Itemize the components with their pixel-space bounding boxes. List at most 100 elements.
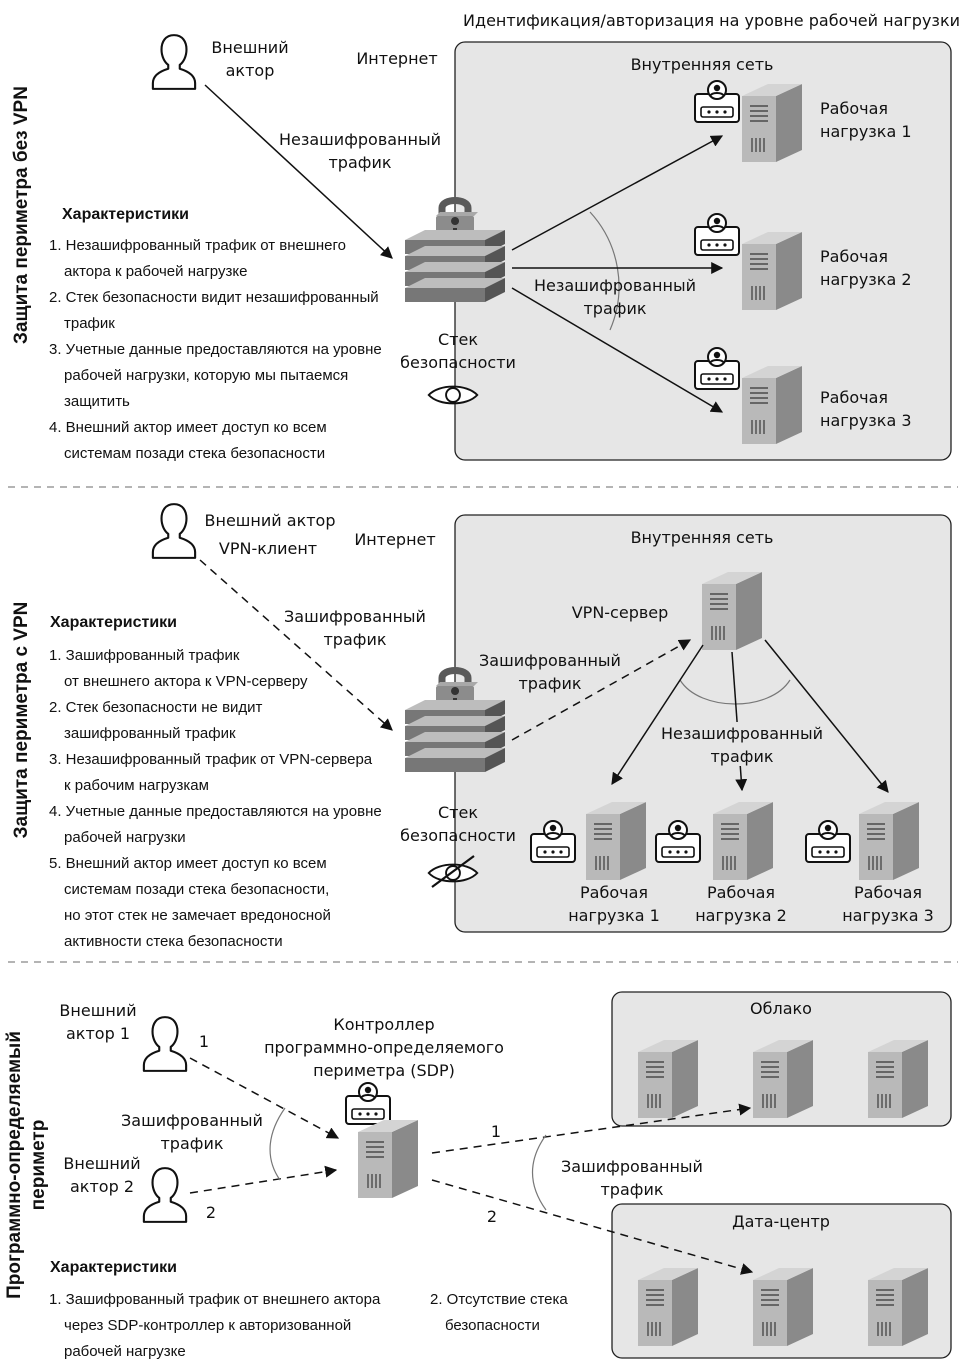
stack-label-line2: безопасности (400, 353, 516, 372)
characteristics-list: 1. Незашифрованный трафик от внешнегоакт… (49, 237, 382, 462)
characteristic-item-5-line-3: но этот стек не замечает вредоносной (64, 907, 331, 924)
route-number-2: 2 (206, 1203, 216, 1222)
characteristic-item-2-line-2: трафик (64, 315, 115, 332)
workload-1-server-icon (741, 83, 803, 162)
characteristic-item-3-line-2: рабочей нагрузки, которую мы пытаемся (64, 367, 348, 384)
characteristic-item-1-line-2: от внешнего актора к VPN-серверу (64, 673, 308, 690)
characteristic-item-1-line-2: актора к рабочей нагрузке (64, 263, 247, 280)
characteristics-list: 1. Зашифрованный трафик от внешнего актор… (49, 647, 382, 950)
external-actor-1-icon (142, 1016, 188, 1072)
route-number-1: 1 (491, 1122, 501, 1141)
workload-1-label-line2: нагрузка 1 (568, 906, 660, 925)
sdp-controller-label-line1: Контроллер (333, 1015, 434, 1034)
stack-label-line1: Стек (438, 803, 478, 822)
workload-3-label-line1: Рабочая (854, 883, 922, 902)
workload-3-label-line2: нагрузка 3 (842, 906, 934, 925)
section-with-vpn: Защита периметра с VPN Внешний актор VPN… (11, 503, 952, 950)
internal-network-label: Внутренняя сеть (631, 528, 774, 547)
actor-label-line1: Внешний актор (205, 511, 336, 530)
workload-3-server-icon (858, 801, 920, 880)
arrow-sdp-to-cloud (431, 1103, 752, 1154)
traffic-in-label-line2: трафик (328, 153, 391, 172)
actor1-label-line2: актор 1 (66, 1024, 130, 1043)
actor-label-line1: Внешний (211, 38, 288, 57)
arrow-vpn-to-workload-3 (764, 639, 889, 793)
workload-2-label-line2: нагрузка 2 (695, 906, 787, 925)
traffic-arc (531, 1134, 547, 1211)
arrow-stack-to-workload-3 (511, 287, 724, 413)
cloud-server-icon (637, 1039, 699, 1118)
traffic-in-label-line2: трафик (160, 1134, 223, 1153)
route-number-2: 2 (487, 1207, 497, 1226)
datacenter-server-icon (867, 1267, 929, 1346)
cloud-server-icon (867, 1039, 929, 1118)
eye-icon (427, 385, 479, 405)
section-header: Идентификация/авторизация на уровне рабо… (463, 11, 960, 30)
traffic-out-label-line2: трафик (600, 1180, 663, 1199)
characteristics-title: Характеристики (62, 206, 189, 223)
credential-badge-icon (345, 1082, 391, 1125)
internal-network-label: Внутренняя сеть (631, 55, 774, 74)
actor-label-line2: VPN-клиент (219, 539, 317, 558)
workload-3-label-line2: нагрузка 3 (820, 411, 912, 430)
side-title-no-vpn: Защита периметра без VPN (11, 86, 32, 344)
side-title-vpn: Защита периметра с VPN (11, 602, 32, 839)
datacenter-label: Дата-центр (732, 1212, 830, 1231)
traffic-out-label-line1: Незашифрованный (661, 724, 823, 743)
route-number-1: 1 (199, 1032, 209, 1051)
eye-strike-line (431, 855, 475, 888)
arrow-vpn-to-workload-2 (731, 651, 748, 792)
characteristic-item-5-line-1: 5. Внешний актор имеет доступ ко всем (49, 855, 327, 872)
characteristic-item-2-line-2: безопасности (445, 1317, 540, 1334)
characteristic-item-1-line-1: 1. Зашифрованный трафик (49, 647, 240, 664)
workload-2-label-line1: Рабочая (820, 247, 888, 266)
internet-label: Интернет (354, 530, 435, 549)
section-sdp: Программно-определяемый периметр Облако … (4, 991, 952, 1360)
characteristic-item-5-line-4: активности стека безопасности (64, 933, 283, 950)
external-actor-2-icon (142, 1167, 188, 1223)
characteristic-item-3-line-3: защитить (64, 393, 130, 410)
arrow-actor-to-stack (204, 84, 393, 259)
vpn-server-label: VPN-сервер (572, 603, 669, 622)
workload-1-server-icon (585, 801, 647, 880)
traffic-out-label-line2: трафик (583, 299, 646, 318)
characteristic-item-2-line-1: 2. Отсутствие стека (430, 1291, 568, 1308)
section-no-vpn: Идентификация/авторизация на уровне рабо… (11, 11, 960, 462)
datacenter-server-icon (637, 1267, 699, 1346)
characteristic-item-1-line-1: 1. Зашифрованный трафик от внешнего акто… (49, 1291, 381, 1308)
side-title-sdp-line2: периметр (28, 1120, 49, 1211)
workload-1-label-line1: Рабочая (580, 883, 648, 902)
actor1-label-line1: Внешний (59, 1001, 136, 1020)
characteristic-item-2-line-1: 2. Стек безопасности видит незашифрованн… (49, 289, 379, 306)
workload-1-label-line1: Рабочая (820, 99, 888, 118)
traffic-arc (679, 679, 791, 705)
characteristics-title: Характеристики (50, 1259, 177, 1276)
arrow-actor1-to-sdp (189, 1057, 340, 1139)
sdp-controller-label-line2: программно-определяемого (264, 1038, 504, 1057)
traffic-in-label-line1: Зашифрованный (121, 1111, 263, 1130)
characteristic-item-4-line-1: 4. Внешний актор имеет доступ ко всем (49, 419, 327, 436)
vpn-server-icon (701, 571, 763, 650)
characteristic-item-2-line-2: зашифрованный трафик (64, 725, 236, 742)
characteristic-item-1-line-3: рабочей нагрузке (64, 1343, 186, 1360)
actor2-label-line1: Внешний (63, 1154, 140, 1173)
characteristic-item-3-line-1: 3. Учетные данные предоставляются на уро… (49, 341, 382, 358)
traffic-out-label-line2: трафик (710, 747, 773, 766)
actor-label-line2: актор (226, 61, 275, 80)
traffic-in-label-line2: трафик (323, 630, 386, 649)
workload-3-server-icon (741, 365, 803, 444)
characteristic-item-4-line-2: системам позади стека безопасности (64, 445, 325, 462)
traffic-out-label-line1: Незашифрованный (534, 276, 696, 295)
workload-2-label-line1: Рабочая (707, 883, 775, 902)
arrow-vpn-to-workload-1 (611, 644, 704, 786)
cloud-label: Облако (750, 999, 812, 1018)
characteristic-item-1-line-2: через SDP-контроллер к авторизованной (64, 1317, 351, 1334)
arrow-actor-to-stack (199, 559, 393, 731)
sdp-controller-server-icon (357, 1119, 419, 1198)
stack-label-line1: Стек (438, 330, 478, 349)
cloud-server-icon (752, 1039, 814, 1118)
traffic-in-label-line1: Незашифрованный (279, 130, 441, 149)
characteristics-list: 1. Зашифрованный трафик от внешнего акто… (49, 1291, 568, 1360)
characteristic-item-4-line-1: 4. Учетные данные предоставляются на уро… (49, 803, 382, 820)
